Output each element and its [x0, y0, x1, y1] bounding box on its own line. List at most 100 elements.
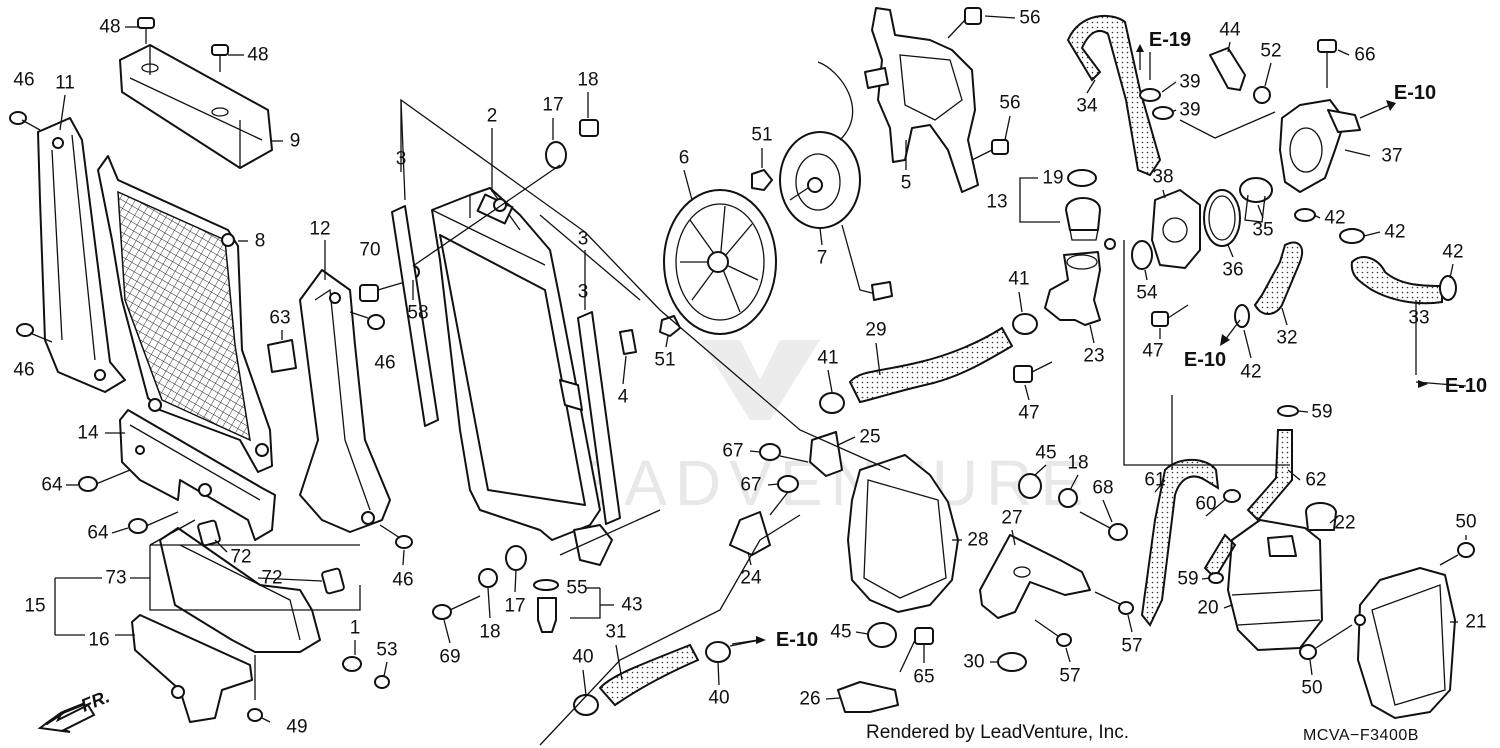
part-number-callout: 66 — [1354, 45, 1375, 66]
bolt-67-b — [769, 475, 799, 516]
part-number-callout: 48 — [247, 45, 268, 66]
front-direction-label: FR. — [78, 686, 112, 715]
hose-62 — [1246, 429, 1293, 522]
bolt-64-b — [128, 511, 179, 534]
bracket-25 — [809, 431, 843, 477]
part-number-callout: 17 — [504, 596, 525, 617]
bolt-46-c — [379, 524, 413, 549]
part-number-callout: 46 — [374, 353, 395, 374]
screw-50-a — [1439, 542, 1475, 566]
part-number-callout: 56 — [999, 93, 1020, 114]
grommet-17-a — [545, 141, 567, 169]
clamp-42-b — [1339, 228, 1365, 244]
bolt-49 — [247, 655, 263, 722]
reference-label: E-10 — [776, 629, 818, 651]
part-number-callout: 63 — [269, 308, 290, 329]
part-number-callout: 37 — [1381, 146, 1402, 167]
part-number-callout: 6 — [679, 148, 690, 169]
coolant-upper-parts — [819, 15, 1457, 414]
washer-52 — [1253, 86, 1271, 104]
part-number-callout: 45 — [1035, 443, 1056, 464]
leader-lines — [54, 15, 1467, 746]
oring-59-b — [1208, 572, 1224, 584]
screw-57-b — [1034, 619, 1072, 647]
part-number-callout: 35 — [1252, 220, 1273, 241]
bolt-67-a — [759, 443, 809, 463]
part-number-callout: 28 — [967, 530, 988, 551]
bracket-24 — [729, 511, 771, 556]
part-number-callout: 36 — [1222, 260, 1243, 281]
nut-51-b — [659, 315, 681, 337]
oring-54 — [1131, 240, 1153, 270]
reserve-tank-assembly — [1140, 405, 1475, 719]
nut-51-a — [751, 169, 773, 191]
part-number-callout: 54 — [1136, 283, 1158, 304]
fan-bracket-5 — [871, 7, 979, 193]
part-number-callout: 62 — [1305, 470, 1326, 491]
part-number-callout: 52 — [1260, 41, 1281, 62]
reference-label: E-10 — [1394, 82, 1436, 104]
front-direction-arrow: FR. — [37, 686, 112, 733]
clamp-40-b — [705, 641, 731, 663]
lower-cover-73 — [159, 527, 321, 653]
bolt-69 — [432, 595, 481, 620]
part-number-callout: 42 — [1240, 362, 1261, 383]
thermostat-35 — [1239, 177, 1273, 203]
hose-32 — [1253, 241, 1304, 315]
bolt-66 — [1317, 39, 1337, 88]
part-number-callout: 7 — [817, 248, 828, 269]
bracket-26 — [837, 681, 899, 713]
part-number-callout: 27 — [1001, 508, 1022, 529]
part-number-callout: 9 — [290, 131, 301, 152]
grommet-45-a — [1018, 473, 1042, 499]
part-number-callout: 43 — [621, 595, 642, 616]
tank-cap-22 — [1305, 502, 1337, 531]
oring-55 — [533, 579, 559, 591]
oring-36 — [1203, 189, 1241, 247]
part-number-callout: 72 — [230, 547, 251, 568]
part-number-callout: 18 — [479, 622, 500, 643]
part-number-callout: 39 — [1179, 100, 1200, 121]
part-number-callout: 59 — [1311, 402, 1332, 423]
part-number-callout: 2 — [487, 106, 498, 127]
diagram-code: MCVA−F3400B — [1303, 727, 1419, 744]
reference-label: E-19 — [1149, 29, 1191, 51]
bolt-65 — [899, 627, 934, 673]
bracket-27 — [979, 534, 1091, 619]
reserve-tank-20 — [1227, 519, 1323, 651]
part-number-callout: 46 — [13, 70, 34, 91]
hose-34 — [1066, 15, 1162, 177]
part-number-callout: 40 — [708, 688, 729, 709]
lower-bracket-14 — [119, 409, 276, 541]
bolt-46-a — [9, 111, 41, 131]
part-number-callout: 60 — [1195, 494, 1216, 515]
radiator-assembly — [391, 119, 637, 633]
part-number-callout: 15 — [24, 596, 45, 617]
grommet-17-b — [505, 545, 527, 571]
grommet-30 — [997, 652, 1027, 672]
part-number-callout: 31 — [605, 622, 626, 643]
part-number-callout: 46 — [392, 570, 413, 591]
fan-assembly — [659, 7, 1009, 337]
part-number-callout: 3 — [396, 149, 407, 170]
part-number-callout: 48 — [99, 17, 120, 38]
part-number-callout: 53 — [376, 640, 397, 661]
part-number-callout: 34 — [1076, 96, 1098, 117]
part-number-callout: 33 — [1408, 308, 1429, 329]
thermostat-housing-37 — [1279, 99, 1346, 193]
part-number-callout: 55 — [566, 578, 587, 599]
part-number-callout: 16 — [88, 630, 109, 651]
part-number-callout: 12 — [309, 219, 330, 240]
footer-credit: Rendered by LeadVenture, Inc. — [866, 722, 1129, 743]
part-number-callout: 19 — [1042, 168, 1063, 189]
part-number-callout: 46 — [13, 360, 34, 381]
clamp-41-a — [1012, 313, 1038, 335]
part-number-callout: 25 — [859, 427, 880, 448]
part-number-callout: 64 — [41, 475, 63, 496]
reference-label: E-10 — [1184, 349, 1226, 371]
watermark-text: LEADVENTURE — [530, 447, 1091, 519]
part-number-callout: 32 — [1276, 328, 1297, 349]
side-shroud-11 — [37, 117, 126, 393]
part-number-callout: 42 — [1384, 222, 1405, 243]
collar-18-b — [478, 568, 498, 588]
